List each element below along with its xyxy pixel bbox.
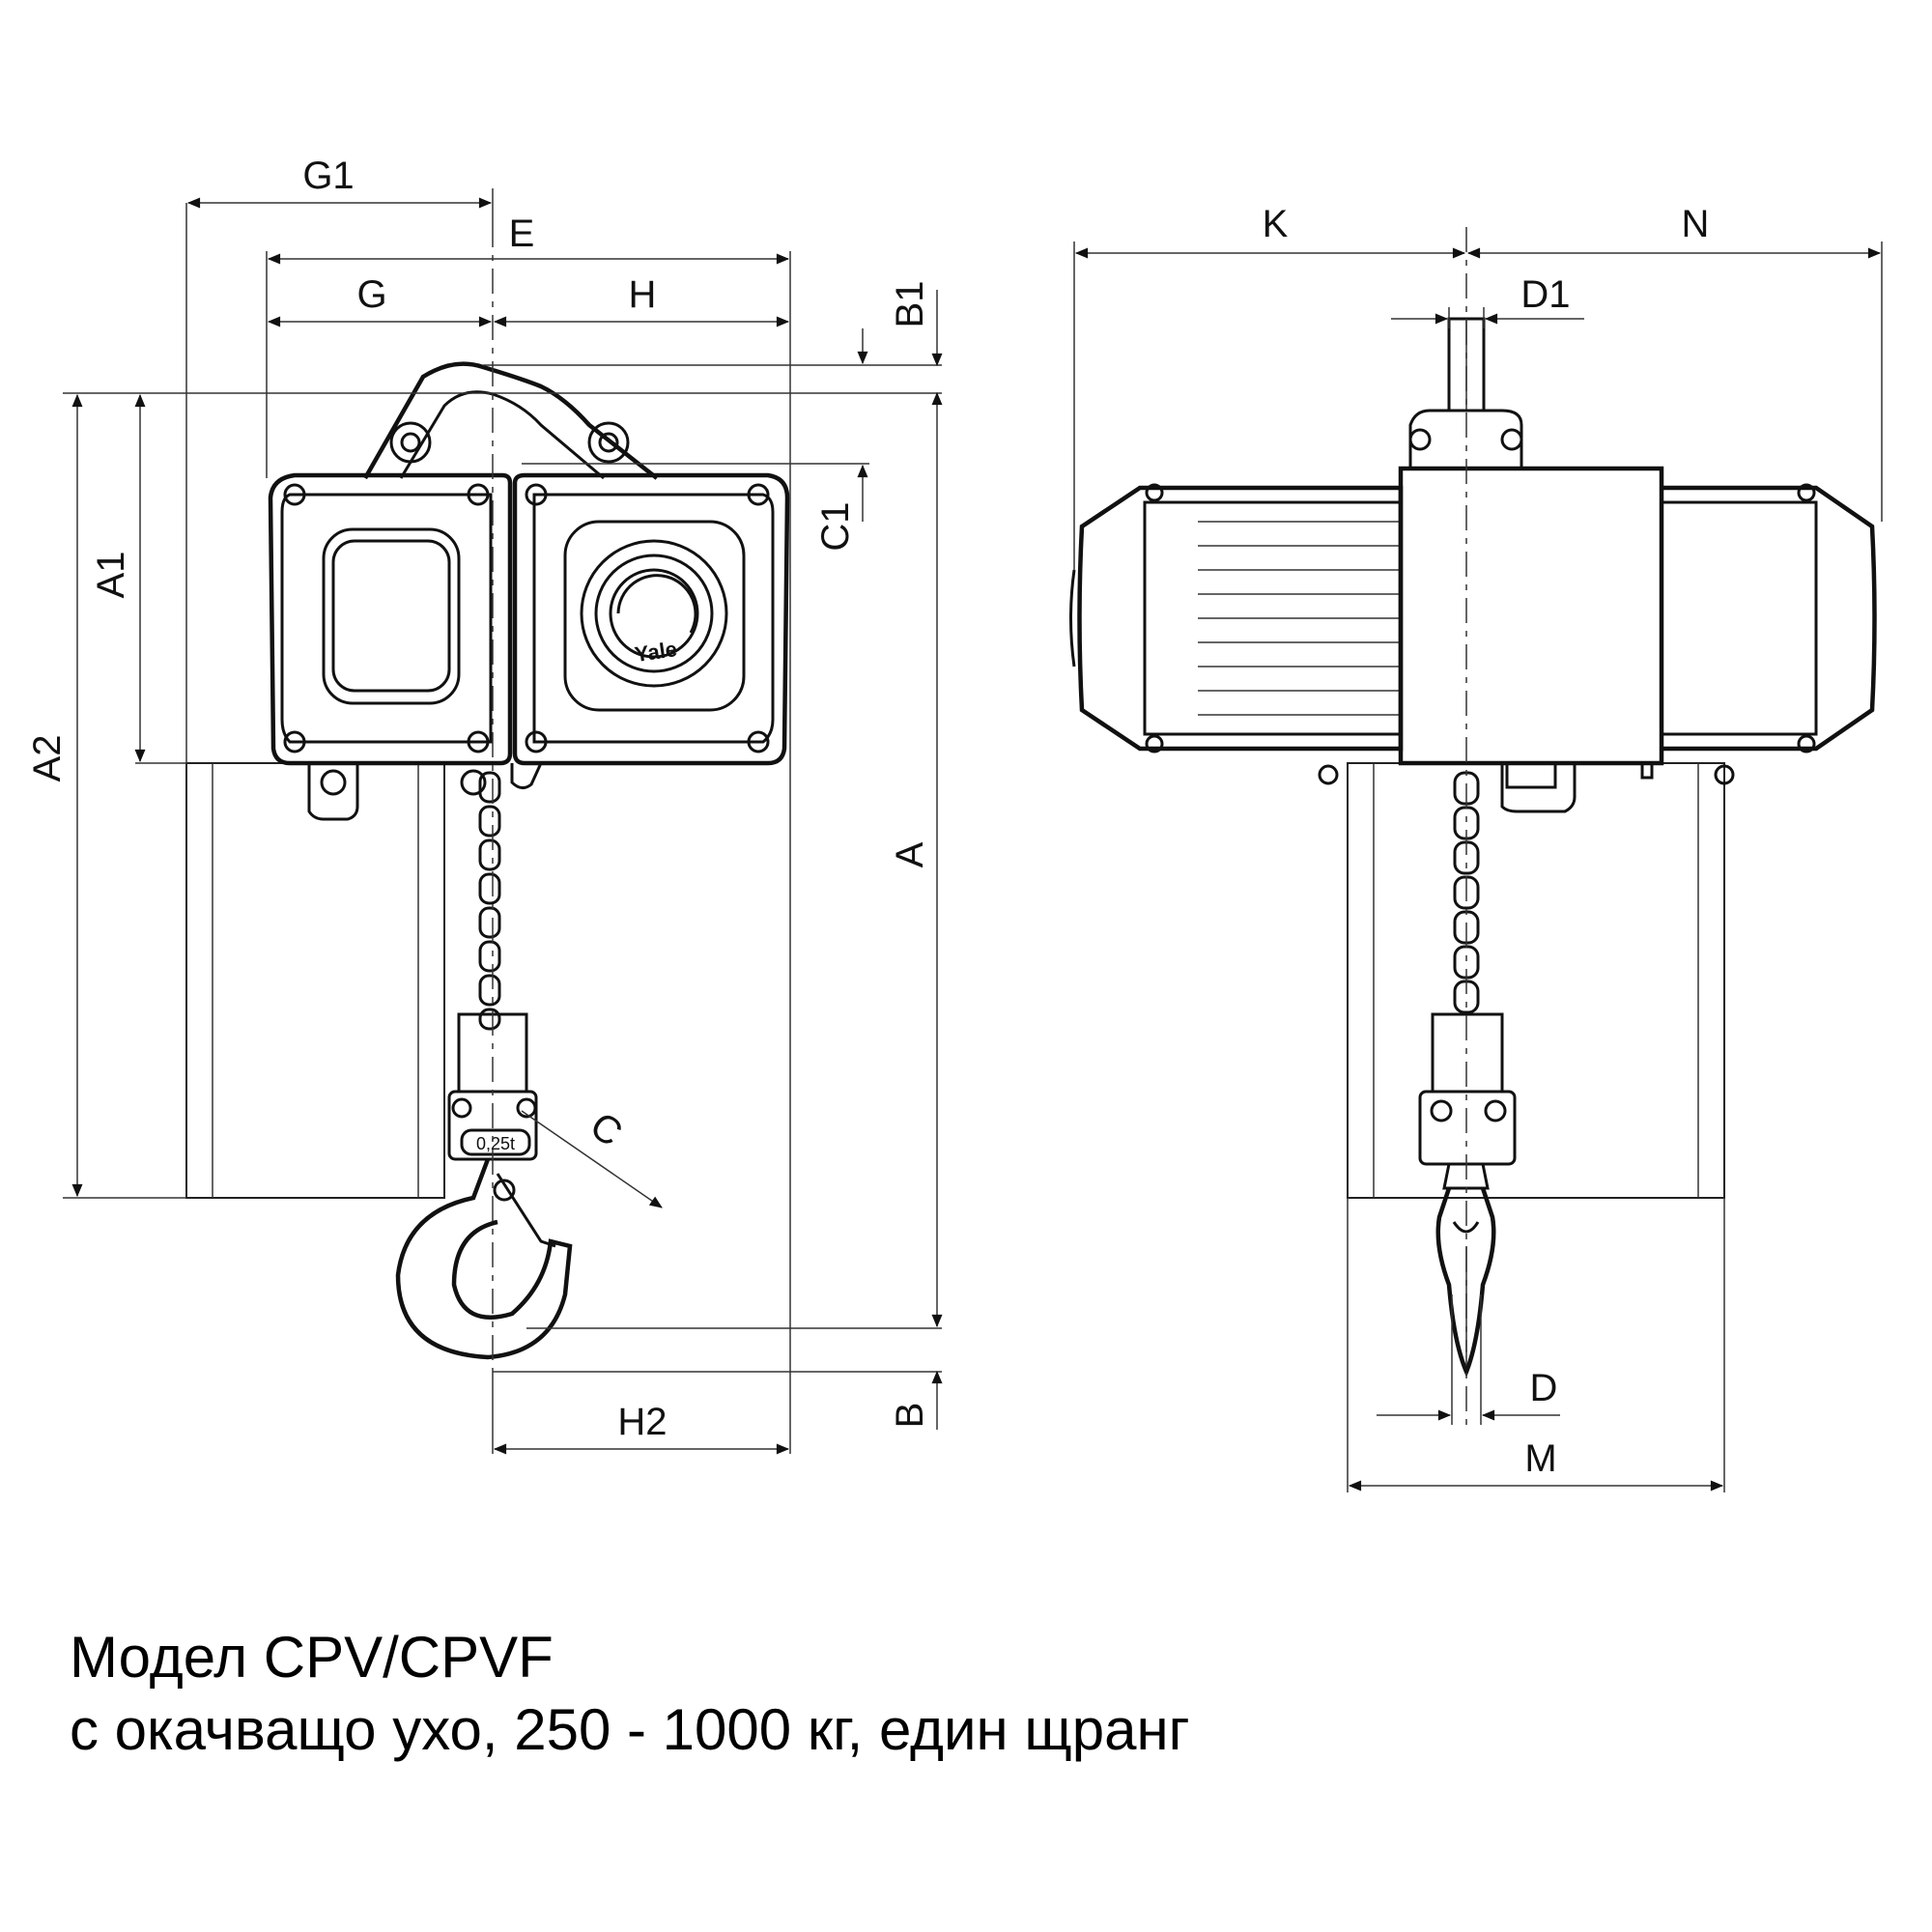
hook-front — [395, 1158, 573, 1360]
chain-container-front — [185, 762, 445, 1199]
load-chain-front — [478, 771, 501, 1031]
dim-label-K: K — [1263, 203, 1289, 245]
brand-logo: Yale — [633, 637, 678, 667]
chain-container-side — [1347, 762, 1725, 1199]
dim-label-A1: A1 — [90, 552, 132, 599]
dim-label-E: E — [509, 213, 535, 255]
dim-label-H: H — [629, 273, 657, 316]
front-view: Yale — [185, 222, 790, 1372]
dim-label-C1: C1 — [814, 501, 857, 551]
suspension-eye-front — [363, 361, 659, 480]
caption-title: Модел CPV/CPVF — [70, 1625, 554, 1690]
hoist-body-side — [1069, 466, 1877, 813]
front-dimensions: G1 E G H A2 A1 B1 A C1 — [26, 155, 943, 1455]
hoist-body-front: Yale — [268, 472, 790, 821]
dim-label-A: A — [889, 841, 931, 867]
dim-label-M: M — [1524, 1437, 1556, 1480]
bottom-block-side — [1418, 1012, 1517, 1190]
dim-label-A2: A2 — [26, 735, 69, 782]
dim-label-C: C — [582, 1104, 630, 1155]
dim-label-D: D — [1530, 1367, 1558, 1409]
side-view — [1069, 227, 1877, 1430]
dim-label-B: B — [889, 1403, 931, 1429]
dim-label-B1: B1 — [889, 281, 931, 328]
dim-label-G: G — [356, 273, 386, 316]
side-dimensions: K N D1 D M — [1073, 203, 1883, 1492]
dim-label-D1: D1 — [1520, 273, 1570, 316]
dim-label-H2: H2 — [617, 1401, 667, 1443]
load-capacity-plate: 0,25t — [476, 1134, 515, 1153]
caption-subtitle: с окачващо ухо, 250 - 1000 кг, един щран… — [70, 1697, 1190, 1762]
dim-label-N: N — [1682, 203, 1710, 245]
dim-label-G1: G1 — [302, 155, 354, 197]
